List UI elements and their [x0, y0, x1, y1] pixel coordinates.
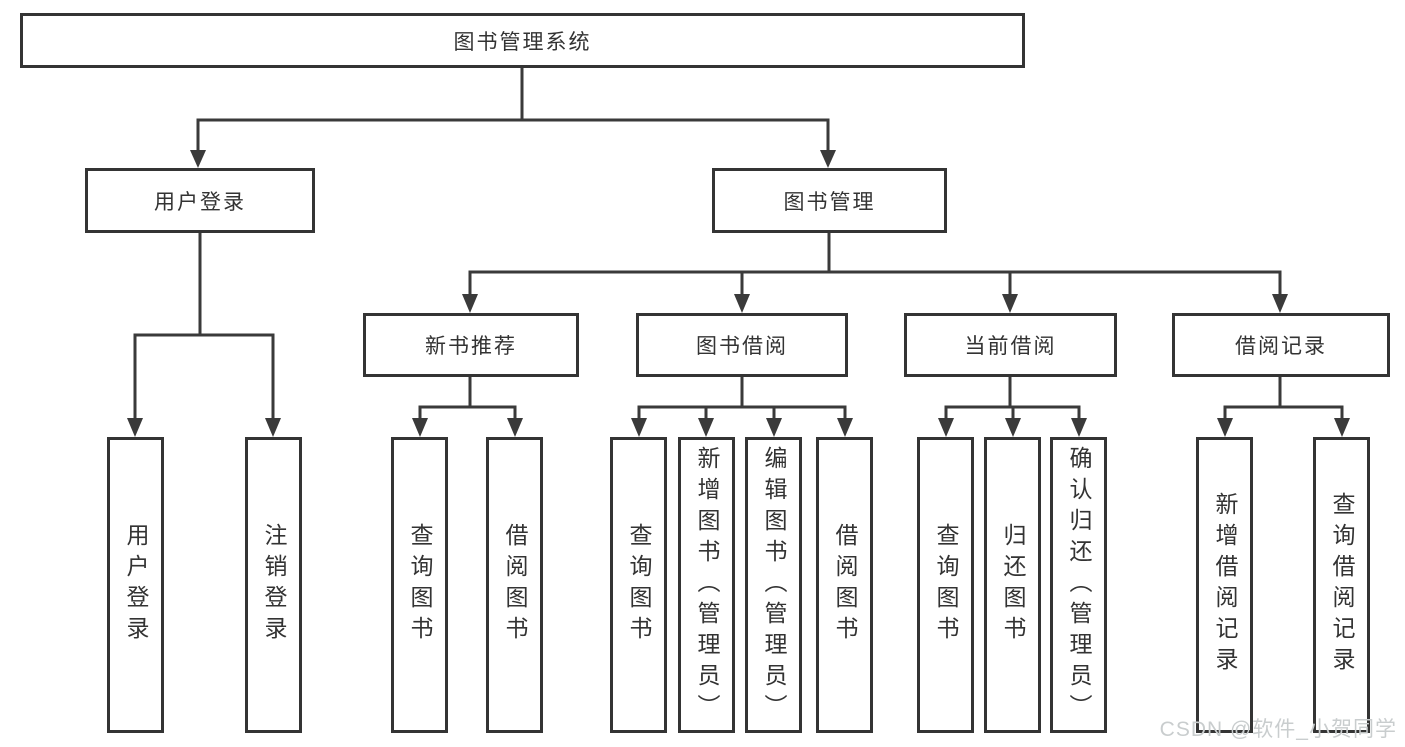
arrow-down-icon: [1334, 418, 1350, 437]
arrow-down-icon: [1071, 418, 1087, 437]
node-user-login: 用户登录: [85, 168, 315, 233]
arrow-down-icon: [837, 418, 853, 437]
arrow-down-icon: [1005, 418, 1021, 437]
leaf-user-login: 用户登录: [107, 437, 164, 733]
leaf-borrow-books-recommend: 借阅图书: [486, 437, 543, 733]
csdn-watermark: CSDN @软件_小贺同学: [1159, 718, 1397, 741]
leaf-add-book-admin: 新增图书（管理员）: [678, 437, 735, 733]
arrow-down-icon: [1217, 418, 1233, 437]
arrow-down-icon: [507, 418, 523, 437]
leaf-query-books-borrow: 查询图书: [610, 437, 667, 733]
connector-user-login-children: [127, 233, 281, 437]
leaf-return-book: 归还图书: [984, 437, 1041, 733]
arrow-down-icon: [265, 418, 281, 437]
arrow-down-icon: [1272, 294, 1288, 313]
arrow-down-icon: [734, 294, 750, 313]
leaf-edit-book-admin: 编辑图书（管理员）: [745, 437, 802, 733]
connector-records-children: [1217, 377, 1350, 437]
node-borrow-records: 借阅记录: [1172, 313, 1390, 377]
arrow-down-icon: [820, 150, 836, 168]
connector-currentborrow-children: [938, 377, 1087, 437]
arrow-down-icon: [127, 418, 143, 437]
leaf-logout: 注销登录: [245, 437, 302, 733]
leaf-query-borrow-record: 查询借阅记录: [1313, 437, 1370, 733]
arrow-down-icon: [190, 150, 206, 168]
arrow-down-icon: [462, 294, 478, 313]
node-new-book-recommend: 新书推荐: [363, 313, 579, 377]
leaf-add-borrow-record: 新增借阅记录: [1196, 437, 1253, 733]
connector-book-mgmt-children: [462, 233, 1288, 313]
leaf-query-books-recommend: 查询图书: [391, 437, 448, 733]
arrow-down-icon: [1002, 294, 1018, 313]
arrow-down-icon: [631, 418, 647, 437]
arrow-down-icon: [938, 418, 954, 437]
node-book-borrow: 图书借阅: [636, 313, 848, 377]
arrow-down-icon: [698, 418, 714, 437]
leaf-confirm-return-admin: 确认归还（管理员）: [1050, 437, 1107, 733]
node-current-borrow: 当前借阅: [904, 313, 1117, 377]
connector-newbook-children: [412, 377, 523, 437]
leaf-query-books-current: 查询图书: [917, 437, 974, 733]
connector-root-to-level2: [190, 68, 836, 168]
leaf-borrow-books: 借阅图书: [816, 437, 873, 733]
arrow-down-icon: [412, 418, 428, 437]
node-book-management: 图书管理: [712, 168, 947, 233]
arrow-down-icon: [766, 418, 782, 437]
connector-bookborrow-children: [631, 377, 853, 437]
node-root-system: 图书管理系统: [20, 13, 1025, 68]
